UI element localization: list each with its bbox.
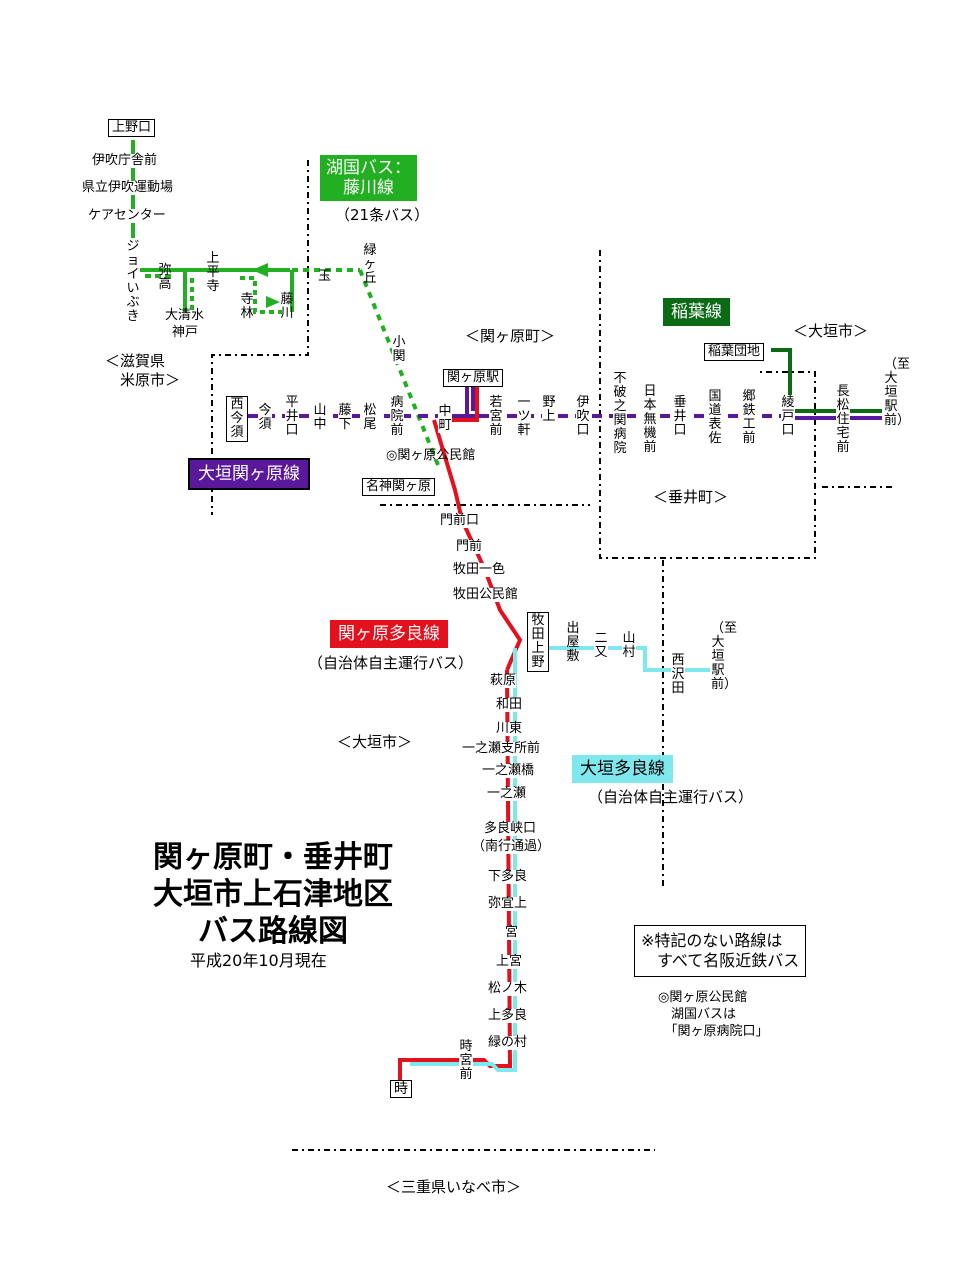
stop-midorinomura: 緑の村	[488, 1035, 528, 1050]
stop-deyashiki: 出屋敷	[566, 621, 580, 664]
legend-ogaki-tara-sub: （自治体自主運行バス）	[588, 788, 754, 806]
stop-kawahigashi: 川東	[496, 721, 523, 736]
stop-wakamiyamae: 若宮前	[489, 395, 503, 438]
map-date: 平成20年10月現在	[190, 951, 327, 970]
note-kominkan: ◎関ヶ原公民館 湖国バスは 「関ヶ原病院口」	[658, 990, 769, 1039]
stop-fujikawa: 藤川	[280, 292, 294, 321]
stop-hitotsuken: 一ツ軒	[517, 395, 531, 438]
region-ogaki-s: ＜大垣市＞	[337, 733, 413, 751]
map-title-line3: バス路線図	[198, 914, 348, 949]
stop-ayatoguchi: 綾戸口	[781, 395, 795, 438]
stop-kominkan: ◎関ヶ原公民館	[386, 448, 476, 463]
stop-makita-ueno: 牧田上野	[527, 612, 549, 672]
stop-makita-kominkan: 牧田公民館	[453, 587, 519, 602]
stop-monzenguchi: 門前口	[440, 513, 480, 528]
stop-ichinose: 一之瀬	[487, 786, 527, 801]
stop-makita-isshiki: 牧田一色	[453, 562, 506, 577]
stop-oshimizu: 大清水	[165, 308, 205, 323]
stop-imasu: 今須	[258, 403, 272, 432]
stop-yagiue: 弥宜上	[488, 896, 528, 911]
stop-meishin: 名神関ヶ原	[362, 478, 436, 496]
stop-midorigaoka: 緑ヶ丘	[363, 243, 377, 286]
stop-joi-ibuki: ジョイいぶき	[126, 239, 140, 324]
region-mie: ＜三重県いなべ市＞	[386, 1178, 522, 1196]
stop-tokimiyamae: 時宮前	[459, 1039, 473, 1082]
map-title-line1: 関ヶ原町・垂井町	[153, 840, 393, 875]
stop-tarakyo: 多良峡口	[484, 821, 537, 836]
stop-hiraiguchi: 平井口	[285, 395, 299, 438]
region-tarui: ＜垂井町＞	[653, 488, 729, 506]
stop-kamimiya: 上宮	[496, 954, 523, 969]
stop-nihon-muki: 日本無機前	[643, 384, 657, 455]
stop-shimotara: 下多良	[488, 869, 528, 884]
legend-fujikawa-sub: （21条バス）	[335, 206, 430, 224]
region-shiga: ＜滋賀県 米原市＞	[105, 352, 181, 389]
stop-hagiwara: 萩原	[490, 673, 517, 688]
stop-toki: 時	[390, 1080, 412, 1098]
stop-ichinose-shisho: 一之瀬支所前	[462, 741, 541, 756]
stop-ibuki-chosha: 伊吹庁舎前	[92, 153, 158, 168]
legend-inaba: 稲葉線	[663, 298, 730, 326]
stop-nanko: （南行通過）	[472, 839, 551, 854]
stop-yamanaka: 山中	[313, 403, 327, 432]
stop-fuwa-byoin: 不破之関病院	[613, 371, 627, 456]
stop-fujishita: 藤下	[338, 403, 352, 432]
stop-wada: 和田	[496, 697, 523, 712]
stop-nagamatsu: 長松住宅前	[836, 384, 850, 455]
boundaries	[211, 160, 895, 1151]
stop-yatako: 弥高	[158, 263, 172, 292]
stop-sekigahara-eki: 関ヶ原駅	[443, 369, 504, 387]
stop-terabayashi: 寺林	[240, 292, 254, 321]
stop-care-center: ケアセンター	[88, 208, 166, 223]
stop-kanbe: 神戸	[172, 325, 199, 340]
stop-kamihira: 上平寺	[206, 251, 220, 294]
legend-fujikawa: 湖国バス： 藤川線	[320, 155, 417, 201]
stop-kokudo-omote: 国道表佐	[708, 389, 722, 446]
region-sekigahara: ＜関ヶ原町＞	[465, 327, 556, 345]
map-title-line2: 大垣市上石津地区	[153, 877, 393, 912]
stop-taruiguchi: 垂井口	[673, 395, 687, 438]
stop-kamitara: 上多良	[488, 1008, 528, 1023]
legend-ogaki-tara: 大垣多良線	[572, 755, 673, 783]
stop-nishiimasu: 西今須	[226, 396, 248, 442]
stop-yamamura: 山村	[622, 631, 636, 660]
stop-gotetsu: 郷鉄工前	[742, 389, 756, 446]
stop-futamata: 二又	[594, 631, 608, 660]
stop-koseki: 小関	[392, 335, 406, 364]
stop-to-ogaki-1: （至大垣駅前）	[884, 357, 911, 428]
stop-byoinmae: 病院前	[390, 395, 404, 438]
stop-monzen: 門前	[456, 539, 483, 554]
stop-nishizawada: 西沢田	[671, 653, 685, 696]
legend-ogaki-sekigahara: 大垣関ヶ原線	[188, 458, 310, 490]
stop-to-ogaki-2: （至大垣駅前）	[711, 621, 738, 692]
region-ogaki-ne: ＜大垣市＞	[793, 322, 869, 340]
note-meihan: ※特記のない路線は すべて名阪近鉄バス	[634, 925, 807, 977]
stop-tama: 玉	[318, 269, 332, 284]
stop-inaba-danchi: 稲葉団地	[704, 343, 765, 361]
legend-sekigahara-tara: 関ヶ原多良線	[330, 620, 448, 648]
stop-ichinose-bashi: 一之瀬橋	[482, 763, 535, 778]
stop-nakamachi: 中町	[438, 404, 452, 433]
legend-sekigahara-tara-sub: （自治体自主運行バス）	[308, 654, 474, 672]
stop-matsunoki: 松ノ木	[488, 981, 528, 996]
stop-uenoguchi: 上野口	[108, 119, 156, 137]
stop-miya: 宮	[505, 925, 519, 940]
stop-ibuki-undojo: 県立伊吹運動場	[82, 180, 174, 195]
stop-matsuo: 松尾	[363, 403, 377, 432]
stop-ibukiguchi: 伊吹口	[576, 395, 590, 438]
stop-nogami: 野上	[542, 395, 556, 424]
